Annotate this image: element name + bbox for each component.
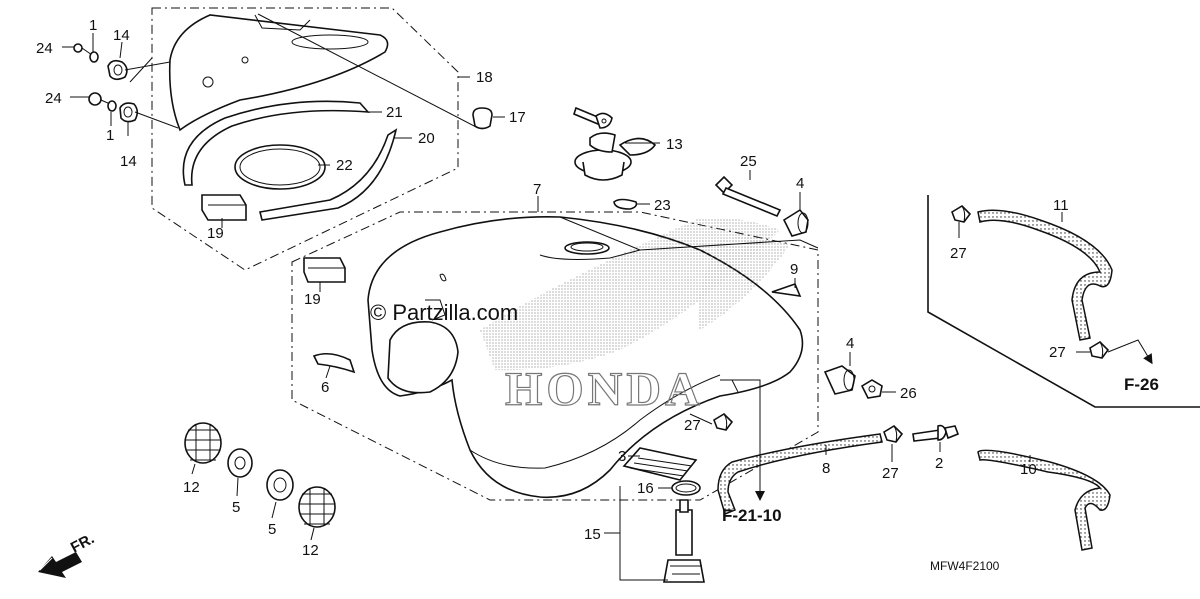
section-divider [927, 195, 1200, 408]
callout-27-c: 27 [684, 417, 701, 434]
ring-5-upper [227, 448, 253, 478]
nut-26 [860, 379, 883, 399]
ring-22 [234, 144, 326, 190]
washer-1-upper [89, 51, 99, 63]
rubber-strip-20 [259, 128, 398, 221]
clamp-27-c [713, 412, 734, 431]
callout-1-upper: 1 [89, 17, 97, 34]
o-ring-16 [671, 480, 701, 496]
callout-16: 16 [637, 480, 654, 497]
callout-10: 10 [1020, 461, 1037, 478]
screw-24-lower [88, 92, 111, 106]
callout-27-b: 27 [1049, 344, 1066, 361]
pad-19-upper [201, 194, 247, 221]
bolt-2 [912, 424, 960, 442]
callout-4-upper: 4 [796, 175, 804, 192]
reference-f2110: F-21-10 [722, 506, 782, 525]
brand-mark: HONDA [505, 363, 704, 416]
callout-4-lower: 4 [846, 335, 854, 352]
bolt-25 [714, 175, 782, 218]
callout-27-a: 27 [950, 245, 967, 262]
part-9 [771, 282, 802, 297]
callout-14-lower: 14 [120, 153, 137, 170]
callout-5-upper: 5 [232, 499, 240, 516]
watermark: © Partzilla.com [370, 300, 518, 325]
callout-19-upper: 19 [207, 225, 224, 242]
callout-17: 17 [509, 109, 526, 126]
callout-9: 9 [790, 261, 798, 278]
callout-3: 3 [618, 448, 626, 465]
part-6 [312, 352, 356, 374]
callout-23: 23 [654, 197, 671, 214]
sensor-15 [663, 499, 705, 583]
ref-arrow-f26 [1107, 339, 1153, 365]
callout-21: 21 [386, 104, 403, 121]
grommet-14-lower [119, 102, 139, 123]
hose-10 [977, 449, 1111, 551]
grommet-17 [472, 107, 493, 130]
callout-24-lower: 24 [45, 90, 62, 107]
callout-18: 18 [476, 69, 493, 86]
tank-cover [168, 14, 389, 132]
callout-13: 13 [666, 136, 683, 153]
diagram-code: MFW4F2100 [930, 559, 1000, 573]
callout-6: 6 [321, 379, 329, 396]
screw-24-upper [73, 43, 93, 56]
callout-24-upper: 24 [36, 40, 53, 57]
washer-1-lower [107, 100, 117, 112]
seal-23 [613, 198, 638, 210]
callout-12-lower: 12 [302, 542, 319, 559]
callout-20: 20 [418, 130, 435, 147]
leader-lines [62, 13, 1090, 581]
hose-8 [717, 433, 883, 516]
callout-27-d: 27 [882, 465, 899, 482]
callout-8: 8 [822, 460, 830, 477]
fuel-tank-7 [367, 215, 804, 499]
callout-1-lower: 1 [106, 127, 114, 144]
callout-15: 15 [584, 526, 601, 543]
front-direction-icon: FR. [38, 530, 97, 578]
tank-group-outline [291, 211, 819, 501]
reference-f26: F-26 [1124, 375, 1159, 394]
callout-14-upper: 14 [113, 27, 130, 44]
pad-19-lower [303, 257, 346, 283]
leader-cover-fasteners [124, 57, 179, 129]
ring-5-lower [266, 469, 294, 501]
hose-11 [977, 209, 1113, 341]
grommet-14-upper [107, 59, 128, 81]
callout-25: 25 [740, 153, 757, 170]
clamp-27-a [951, 204, 972, 223]
fuel-cap-13 [573, 106, 657, 181]
plate-3 [622, 447, 698, 481]
damper-12-lower [298, 486, 336, 528]
direction-label: FR. [68, 530, 97, 556]
clamp-27-b [1089, 340, 1110, 359]
damper-12-upper [184, 422, 222, 464]
clamp-27-d [883, 424, 904, 443]
callout-5-lower: 5 [268, 521, 276, 538]
callout-2: 2 [935, 455, 943, 472]
callout-22: 22 [336, 157, 353, 174]
callout-19-lower: 19 [304, 291, 321, 308]
callout-7: 7 [533, 181, 541, 198]
collar-4-lower [823, 365, 856, 395]
callout-12-upper: 12 [183, 479, 200, 496]
callout-11: 11 [1053, 197, 1069, 214]
callout-26: 26 [900, 385, 917, 402]
collar-4-upper [782, 208, 809, 237]
